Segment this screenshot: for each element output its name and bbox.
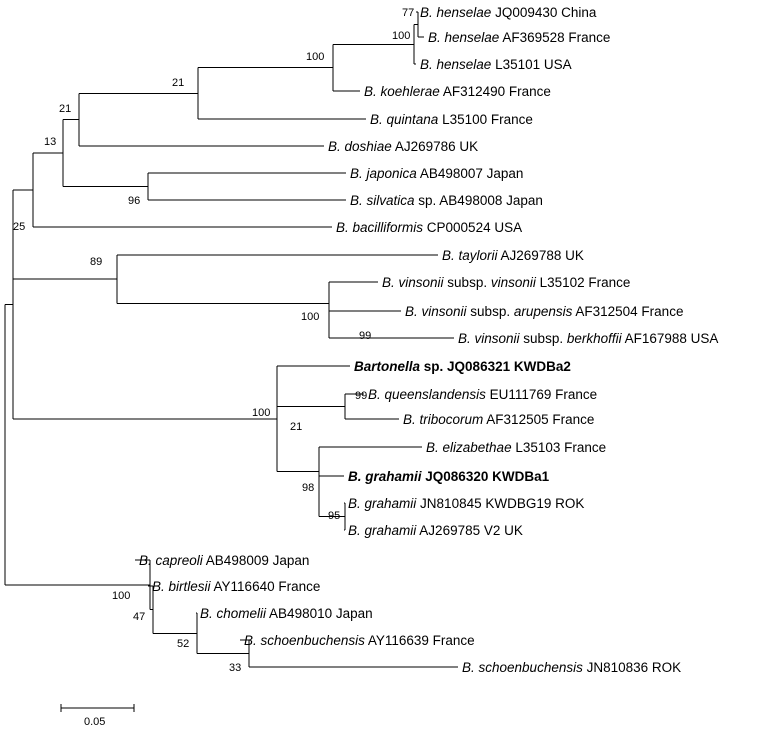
bootstrap-upper_clade: 25 (13, 221, 25, 233)
taxon-label-henselae_cn: B. henselae JQ009430 China (420, 5, 597, 20)
taxon-label-taylorii: B. taylorii AJ269788 UK (442, 248, 584, 263)
taxon-label-capreoli: B. capreoli AB498009 Japan (139, 553, 309, 568)
taxon-label-arupensis: B. vinsonii subsp. arupensis AF312504 Fr… (405, 304, 683, 319)
taxon-label-quintana: B. quintana L35100 France (370, 112, 533, 127)
taxon-label-schoen_rok: B. schoenbuchensis JN810836 ROK (462, 660, 681, 675)
taxon-label-kwdba2: Bartonella sp. JQ086321 KWDBa2 (354, 359, 571, 374)
taxon-label-bacilliformis: B. bacilliformis CP000524 USA (336, 220, 522, 235)
bootstrap-japonica_silvatica: 96 (128, 195, 140, 207)
bootstrap-kwdba2_group: 100 (252, 407, 270, 419)
taxon-label-v2: B. grahamii AJ269785 V2 UK (348, 523, 523, 538)
bootstrap-schoen_pair: 33 (229, 662, 241, 674)
bootstrap-capreoli_group: 100 (112, 590, 130, 602)
bootstrap-queens_tribo: 99 (355, 390, 367, 402)
taxon-label-japonica: B. japonica AB498007 Japan (350, 166, 523, 181)
taxon-label-berkhoffii: B. vinsonii subsp. berkhoffii AF167988 U… (458, 331, 718, 346)
bootstrap-henselae_all: 100 (392, 30, 410, 42)
scale-bar-label: 0.05 (84, 716, 105, 728)
bootstrap-plus_doshiae: 21 (172, 77, 184, 89)
taxon-label-tribocorum: B. tribocorum AF312505 France (403, 412, 594, 427)
bootstrap-henselae_cn_fr: 77 (402, 7, 414, 19)
taxon-label-koehlerae: B. koehlerae AF312490 France (364, 84, 551, 99)
bootstrap-birtlesii_group: 47 (133, 611, 145, 623)
bootstrap-elizabethae_group: 21 (290, 421, 302, 433)
bootstrap-values: 77 100 100 21 21 96 13 99 100 89 99 95 98 21 100 25 33 52… (13, 7, 414, 674)
bootstrap-chomelii_group: 52 (177, 638, 189, 650)
bootstrap-vinsonii_group: 100 (301, 311, 319, 323)
bootstrap-plus_bacilliformis: 13 (44, 136, 56, 148)
tree-branches (4, 11, 458, 668)
taxon-label-silvatica: B. silvatica sp. AB498008 Japan (350, 193, 543, 208)
taxon-label-chomelii: B. chomelii AB498010 Japan (200, 606, 373, 621)
taxon-labels: B. henselae JQ009430 China B. henselae AF… (139, 5, 718, 675)
bootstrap-kwdbg19_v2: 95 (328, 510, 340, 522)
bootstrap-arupensis_berkhoffii: 99 (359, 330, 371, 342)
scale-bar: 0.05 (60, 704, 135, 728)
bootstrap-henselae_koehlerae_quintana: 100 (306, 51, 324, 63)
taxon-label-doshiae: B. doshiae AJ269786 UK (328, 139, 478, 154)
taxon-label-kwdba1: B. grahamii JQ086320 KWDBa1 (348, 469, 550, 484)
taxon-label-birtlesii: B. birtlesii AY116640 France (152, 579, 320, 594)
taxon-label-schoen_fr: B. schoenbuchensis AY116639 France (244, 633, 475, 648)
bootstrap-plus_japonica_group: 21 (59, 103, 71, 115)
taxon-label-queenslandensis: B. queenslandensis EU111769 France (368, 387, 597, 402)
bootstrap-grahamii_group: 98 (302, 482, 314, 494)
taxon-label-vinsonii: B. vinsonii subsp. vinsonii L35102 Franc… (382, 275, 630, 290)
bootstrap-taylorii_vinsonii: 89 (90, 256, 102, 268)
taxon-label-henselae_us: B. henselae L35101 USA (420, 57, 572, 72)
taxon-label-henselae_fr: B. henselae AF369528 France (428, 30, 610, 45)
taxon-label-elizabethae: B. elizabethae L35103 France (426, 440, 606, 455)
taxon-label-kwdbg19: B. grahamii JN810845 KWDBG19 ROK (348, 496, 584, 511)
